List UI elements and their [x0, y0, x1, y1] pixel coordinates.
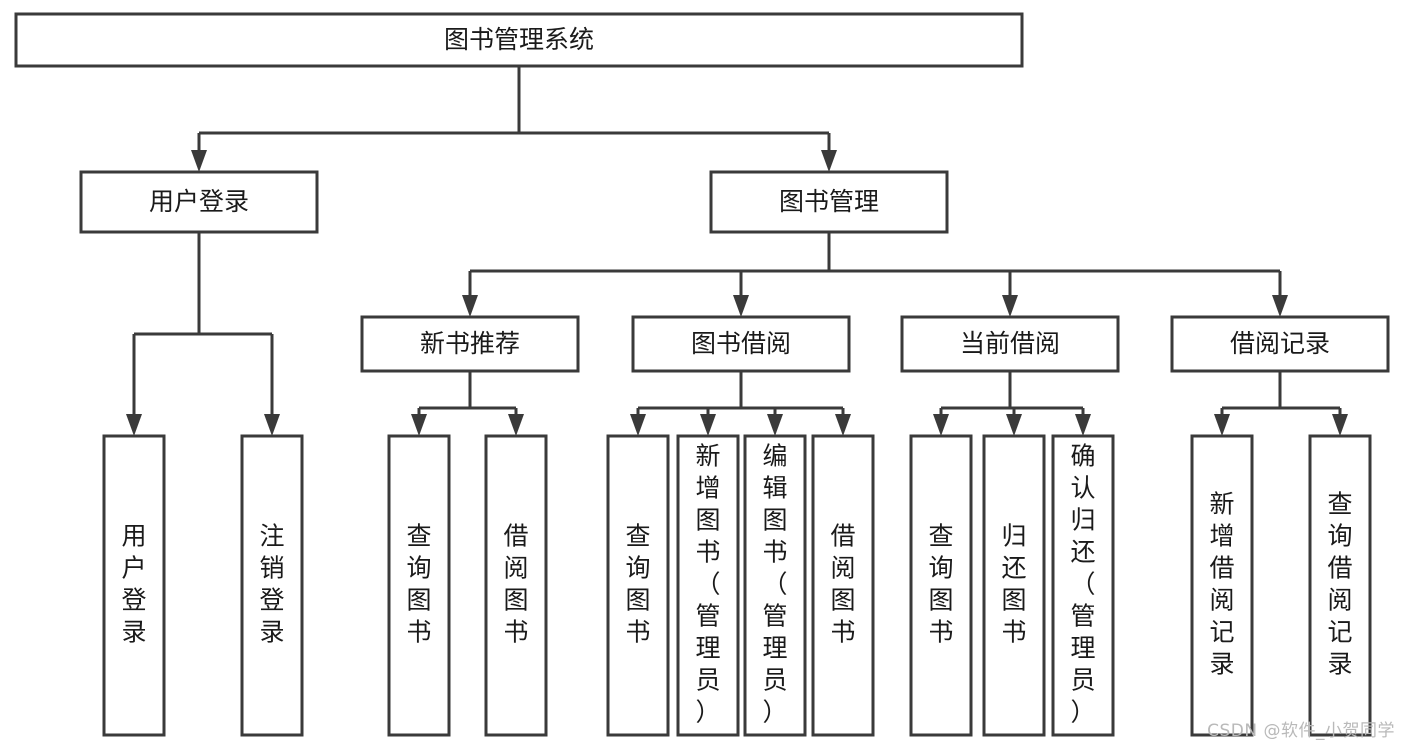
node-leaf-query-book-cur[interactable]: 查询图书: [909, 434, 973, 737]
node-leaf-borrow-book[interactable]: 借阅图书: [811, 434, 875, 737]
node-label: 编辑图书（管理员）: [762, 442, 787, 727]
node-leaf-query-record[interactable]: 查询借阅记录: [1308, 434, 1372, 737]
node-label: 查询图书: [406, 522, 431, 647]
node-layer: 图书管理系统用户登录图书管理新书推荐图书借阅当前借阅借阅记录用户登录注销登录查询…: [14, 12, 1390, 737]
node-leaf-return-book[interactable]: 归还图书: [982, 434, 1046, 737]
node-label: 借阅图书: [830, 522, 855, 647]
node-book-borrow[interactable]: 图书借阅: [631, 315, 851, 373]
connector-layer: [126, 66, 1348, 436]
node-leaf-add-record[interactable]: 新增借阅记录: [1190, 434, 1254, 737]
node-book-manage[interactable]: 图书管理: [709, 170, 949, 234]
node-label: 图书管理: [779, 187, 879, 216]
node-leaf-logout[interactable]: 注销登录: [240, 434, 304, 737]
connector-group-root: [191, 66, 837, 172]
node-current-borrow[interactable]: 当前借阅: [900, 315, 1120, 373]
node-label: 注销登录: [259, 522, 284, 647]
node-new-book-rec[interactable]: 新书推荐: [360, 315, 580, 373]
node-root[interactable]: 图书管理系统: [14, 12, 1024, 68]
node-leaf-confirm-return[interactable]: 确认归还（管理员）: [1051, 434, 1115, 737]
node-label: 用户登录: [149, 187, 249, 216]
node-label: 新书推荐: [420, 329, 520, 358]
node-label: 查询图书: [625, 522, 650, 647]
node-leaf-edit-book[interactable]: 编辑图书（管理员）: [743, 434, 807, 737]
node-label: 归还图书: [1001, 522, 1026, 647]
node-borrow-record[interactable]: 借阅记录: [1170, 315, 1390, 373]
node-label: 查询借阅记录: [1327, 490, 1352, 679]
node-leaf-add-book[interactable]: 新增图书（管理员）: [676, 434, 740, 737]
node-label: 图书借阅: [691, 329, 791, 358]
node-label: 借阅图书: [503, 522, 528, 647]
connector-group-new-book-rec: [411, 371, 524, 436]
connector-group-user-login: [126, 232, 280, 436]
node-label: 查询图书: [928, 522, 953, 647]
connector-group-book-borrow: [630, 371, 851, 436]
node-label: 用户登录: [121, 522, 146, 647]
connector-group-book-manage: [462, 232, 1288, 317]
node-label: 借阅记录: [1230, 329, 1330, 358]
node-label: 图书管理系统: [444, 25, 594, 54]
node-leaf-borrow-book-rec[interactable]: 借阅图书: [484, 434, 548, 737]
node-label: 新增图书（管理员）: [695, 442, 720, 727]
node-user-login[interactable]: 用户登录: [79, 170, 319, 234]
node-label: 当前借阅: [960, 329, 1060, 358]
node-leaf-query-book-borrow[interactable]: 查询图书: [606, 434, 670, 737]
connector-group-borrow-record: [1214, 371, 1348, 436]
connector-group-current-borrow: [933, 371, 1091, 436]
node-label: 新增借阅记录: [1209, 490, 1234, 679]
node-label: 确认归还（管理员）: [1070, 442, 1095, 727]
node-leaf-user-login[interactable]: 用户登录: [102, 434, 166, 737]
node-leaf-query-book-rec[interactable]: 查询图书: [387, 434, 451, 737]
